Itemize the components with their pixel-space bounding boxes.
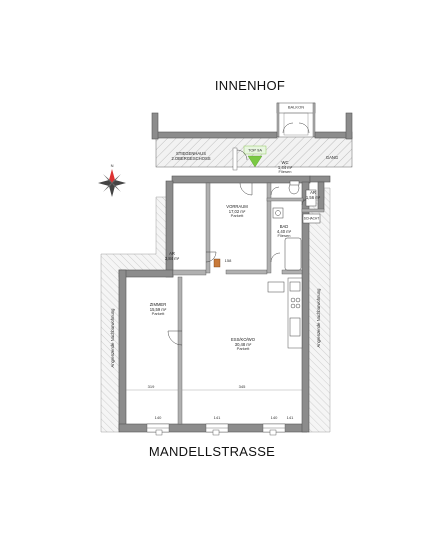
room-bad-floor: Fliesen: [278, 233, 291, 238]
room-vorraum-floor: Parkett: [231, 213, 245, 218]
dim-bottom-1: 140: [155, 415, 162, 420]
balcony: BALKON: [276, 102, 316, 138]
compass-rose-icon: N: [98, 163, 126, 197]
room-vorraum-name: VORRAUM: [226, 204, 248, 209]
dim-bottom-3: 140: [271, 415, 278, 420]
corridor-label: GANG: [326, 155, 338, 160]
room-vorraum-area: 17,02 m²: [229, 209, 246, 214]
room-ar-small: AR 1,56 m²: [306, 190, 321, 200]
dim-span-1: 319: [148, 384, 155, 389]
bathroom-fixtures: [272, 180, 317, 271]
room-wc-area: 1,44 m²: [278, 165, 293, 170]
windows-bottom: [146, 423, 286, 436]
room-zimmer-name: ZIMMER: [150, 302, 167, 307]
left-neighbor-label: Angrenzende Nachbarwohnung: [110, 308, 115, 368]
room-bad-area: 4,40 m²: [277, 229, 292, 234]
stairwell-floor-label: 2.OBERGESCHOSS: [171, 156, 210, 161]
shaft-label: SCHACHT: [304, 217, 319, 221]
room-ar2-area: 3,84 m²: [165, 256, 180, 261]
dim-bottom-4: 141: [287, 415, 294, 420]
room-zimmer: ZIMMER 15,59 m² Parkett: [150, 302, 167, 316]
courtyard-label: INNENHOF: [215, 78, 285, 93]
unit-number: TOP 9A: [248, 148, 262, 153]
room-vorraum: VORRAUM 17,02 m² Parkett: [226, 204, 248, 218]
room-wc-floor: Fliesen: [279, 169, 292, 174]
room-essen-floor: Parkett: [237, 346, 251, 351]
room-zimmer-area: 15,59 m²: [150, 307, 167, 312]
room-zimmer-floor: Parkett: [152, 311, 166, 316]
room-bad-name: BAD: [280, 224, 289, 229]
room-ar-name: AR: [310, 190, 316, 195]
room-ar-area: 1,56 m²: [306, 195, 321, 200]
right-neighbor-label: Angrenzende Nachbarwohnung: [316, 288, 321, 348]
dim-span-2: 345: [239, 384, 246, 389]
balcony-label: BALKON: [288, 105, 304, 110]
entrance-marker: TOP 9A: [243, 145, 267, 168]
room-ar2-name: AR: [169, 251, 175, 256]
room-essen: ESS/KO/WO 30,48 m² Parkett: [231, 337, 256, 351]
room-wc: WC 1,44 m² Fliesen: [278, 160, 293, 174]
room-ar-hall: AR 3,84 m²: [165, 251, 180, 261]
room-essen-area: 30,48 m²: [235, 342, 252, 347]
room-bad: BAD 4,40 m² Fliesen: [277, 224, 292, 238]
dim-height-1: 158: [225, 258, 232, 263]
street-label: MANDELLSTRASSE: [149, 444, 275, 459]
stairwell-label: STIEGENHAUS: [176, 151, 206, 156]
kitchen-counter: [267, 277, 303, 349]
dim-bottom-2: 141: [214, 415, 221, 420]
compass-north-label: N: [111, 163, 114, 168]
room-wc-name: WC: [282, 160, 289, 165]
room-essen-name: ESS/KO/WO: [231, 337, 256, 342]
